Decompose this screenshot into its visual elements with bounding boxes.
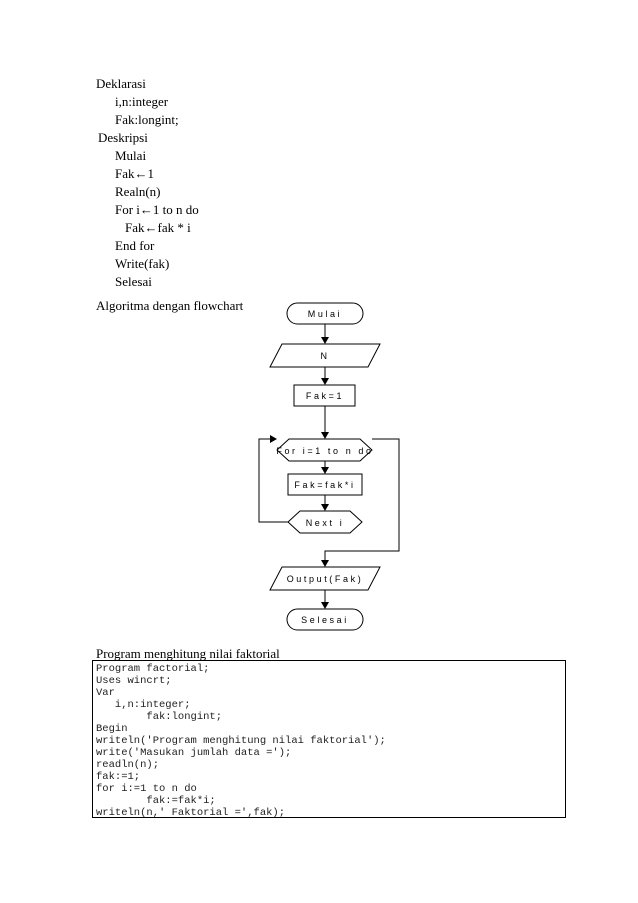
code-line: write('Masukan jumlah data =');: [96, 747, 292, 759]
start-label: Mulai: [308, 309, 343, 319]
flowchart-diagram: Mulai N Fak=1 For i=1 to n do Fak=fak*i …: [258, 302, 400, 631]
pseudocode-line: For i←1 to n do: [115, 202, 199, 217]
next-label: Next i: [306, 518, 345, 528]
code-line: writeln(n,' Faktorial =',fak);: [96, 807, 286, 819]
input-parallelogram: [269, 343, 381, 368]
pseudocode-line: Mulai: [115, 148, 147, 163]
end-label: Selesai: [301, 615, 349, 625]
program-heading: Program menghitung nilai faktorial: [96, 646, 280, 661]
code-line: Uses wincrt;: [96, 675, 172, 687]
pseudocode-line: Deklarasi: [96, 76, 146, 91]
code-line: readln(n);: [96, 759, 160, 771]
init-label: Fak=1: [306, 391, 344, 401]
code-line: Program factorial;: [96, 663, 210, 675]
output-parallelogram: [269, 566, 381, 591]
code-block: Program factorial; Uses wincrt; Var i,n:…: [92, 660, 566, 819]
code-line: fak:longint;: [96, 711, 223, 723]
loop-exit-connector: [321, 438, 400, 567]
pseudocode-line: Realn(n): [115, 184, 161, 199]
output-label: Output(Fak): [287, 574, 364, 584]
pseudocode-line: Selesai: [115, 274, 152, 289]
loop-hexagon: [276, 438, 373, 462]
pseudocode-line: Fak←fak * i: [125, 220, 191, 235]
input-label: N: [320, 351, 329, 361]
code-line: Var: [96, 687, 115, 699]
pseudocode-line: End for: [115, 238, 155, 253]
process-label: Fak=fak*i: [294, 480, 355, 490]
flowchart-heading: Algoritma dengan flowchart: [96, 298, 244, 313]
pseudocode-line: Write(fak): [115, 256, 170, 271]
end-terminator: [286, 608, 364, 631]
pseudocode-line: Deskripsi: [98, 130, 148, 145]
code-line: writeln('Program menghitung nilai faktor…: [96, 735, 386, 747]
code-line: Begin: [96, 723, 128, 735]
loop-label: For i=1 to n do: [276, 446, 373, 456]
pseudocode-line: Fak←1: [115, 166, 154, 181]
code-line: fak:=1;: [96, 771, 141, 783]
pseudocode-line: Fak:longint;: [115, 112, 179, 127]
code-line: fak:=fak*i;: [96, 795, 216, 807]
code-line: for i:=1 to n do: [96, 783, 197, 795]
loop-back-connector: [258, 435, 288, 523]
code-line: i,n:integer;: [96, 699, 191, 711]
pseudocode-line: i,n:integer: [115, 94, 169, 109]
